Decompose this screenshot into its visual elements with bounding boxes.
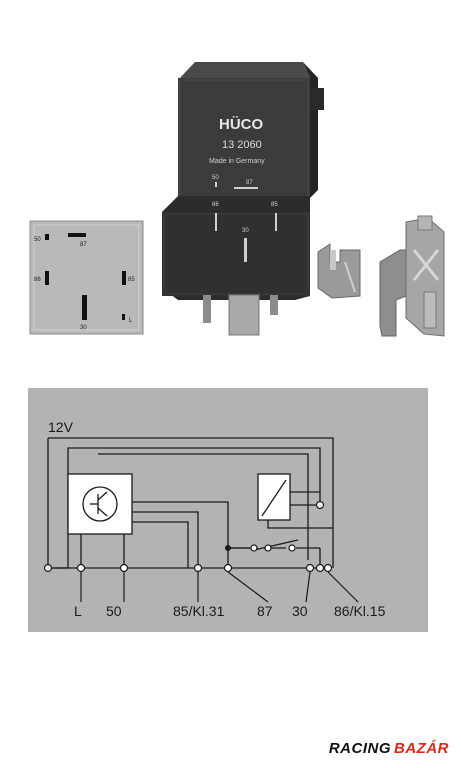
face-pin-86: 86: [212, 202, 219, 208]
pin-87-mark: [68, 233, 86, 237]
face-pin-50: 50: [212, 175, 219, 181]
terminal-label-30: 30: [292, 603, 308, 619]
watermark-racing: RACING: [328, 740, 391, 757]
terminal-label-86-kl15: 86/Kl.15: [334, 603, 386, 619]
pin-label-50: 50: [34, 237, 41, 243]
made-in-label: Made in Germany: [209, 158, 265, 165]
terminal-nodes: [43, 500, 333, 573]
terminal-label-50: 50: [106, 603, 122, 619]
watermark-bazar: BAZÁR: [394, 740, 449, 757]
relay-photo: HÜCO 13 2060 Made in Germany 50 87 86 85…: [162, 62, 324, 336]
part-number: 13 2060: [222, 139, 262, 151]
voltage-label: 12V: [48, 419, 74, 435]
terminal-label-85-kl31: 85/Kl.31: [173, 603, 225, 619]
mounting-bracket-angled: [379, 215, 445, 337]
pin-label-85: 85: [128, 277, 135, 283]
product-photo: 50 87 86 85 30 L HÜCO 13 2060 Made in Ge…: [29, 62, 445, 337]
face-pin-87: 87: [246, 180, 253, 186]
pin-50-mark: [45, 234, 49, 240]
face-pin-85: 85: [271, 202, 278, 208]
terminal-label-l: L: [74, 603, 82, 619]
pin-label-l: L: [129, 318, 133, 324]
control-module: [67, 473, 133, 535]
wiring-lines: [47, 437, 334, 569]
pin-l-mark: [122, 314, 125, 320]
terminal-label-87: 87: [257, 603, 273, 619]
mounting-bracket-flat: [317, 243, 361, 299]
pinout-card: 50 87 86 85 30 L: [29, 220, 144, 335]
pin-30-mark: [82, 295, 87, 320]
face-pin-30: 30: [242, 228, 249, 234]
pin-label-87: 87: [80, 242, 87, 248]
junction-dot: [225, 545, 231, 551]
pin-label-30: 30: [80, 325, 87, 331]
brand-logo: HÜCO: [219, 116, 263, 133]
terminal-leaders: [80, 571, 359, 603]
pin-86-mark: [45, 271, 49, 285]
pin-label-86: 86: [34, 277, 41, 283]
relay-coil: [257, 473, 291, 521]
wiring-diagram: 12V L 50 85/Kl.31 87 30 86/Kl.15: [28, 388, 428, 632]
pin-85-mark: [122, 271, 126, 285]
